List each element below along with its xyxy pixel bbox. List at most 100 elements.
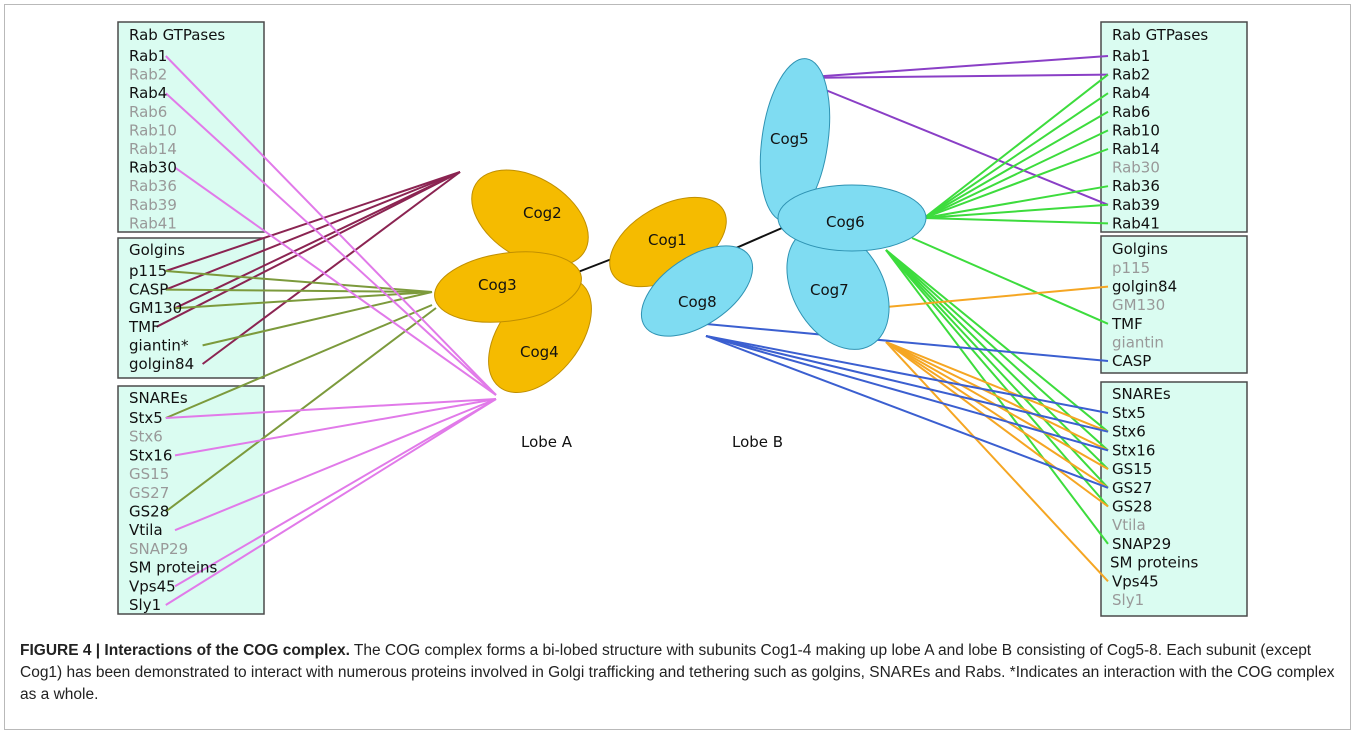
interaction-line (923, 129, 1109, 219)
figure-caption: FIGURE 4 | Interactions of the COG compl… (20, 640, 1340, 706)
left-rab-header: Rab GTPases (129, 26, 225, 44)
right-snares-item: Stx5 (1112, 404, 1146, 422)
interaction-line (885, 249, 1109, 489)
right-snares-item: Sly1 (1112, 591, 1144, 609)
interaction-line (923, 148, 1109, 219)
cog3-shape (434, 251, 582, 323)
interaction-line (174, 166, 497, 396)
right-snares-item: SNAP29 (1112, 535, 1171, 553)
left-golgins-item: giantin* (129, 336, 189, 354)
left-snares-item: SNAP29 (129, 540, 188, 558)
cog8-label: Cog8 (678, 293, 717, 311)
interaction-line (705, 335, 1109, 414)
left-golgins-item: CASP (129, 281, 168, 299)
left-rab-item: Rab10 (129, 121, 177, 139)
left-rab-box (117, 21, 265, 233)
left-snares-item: GS15 (129, 465, 169, 483)
interaction-line (885, 341, 1109, 508)
right-rab-header: Rab GTPases (1112, 26, 1208, 44)
right-snares-box (1100, 381, 1248, 617)
left-rab-item: Rab14 (129, 140, 177, 158)
right-snares-item: GS28 (1112, 498, 1152, 516)
interaction-line (885, 341, 1109, 452)
interaction-line (165, 398, 497, 419)
interaction-line (923, 217, 1109, 225)
left-rab-item: Rab4 (129, 84, 167, 102)
right-golgins-item: golgin84 (1112, 278, 1177, 296)
lobe-b-label: Lobe B (732, 433, 783, 451)
interaction-line (885, 249, 1109, 433)
interaction-line (165, 92, 497, 396)
interaction-line (885, 249, 1109, 470)
right-snares-item: Vps45 (1112, 572, 1159, 590)
right-golgins-item: p115 (1112, 259, 1150, 277)
figure-label: FIGURE 4 | Interactions of the COG compl… (20, 642, 350, 659)
cog2-shape (471, 169, 589, 267)
interaction-line (165, 171, 461, 291)
interaction-line (174, 398, 497, 532)
left-snares-item: Stx5 (129, 409, 163, 427)
left-snares-item: Vtila (129, 521, 163, 539)
interaction-line (923, 110, 1109, 219)
caption-text: The COG complex forms a bi-lobed structu… (20, 642, 1335, 703)
right-rab-item: Rab14 (1112, 140, 1160, 158)
interaction-line (156, 171, 461, 328)
right-snares-item: Stx16 (1112, 441, 1155, 459)
right-snares-item: GS15 (1112, 460, 1152, 478)
left-snares-item: GS28 (129, 503, 169, 521)
interaction-line (705, 335, 1109, 433)
interaction-line (165, 171, 461, 272)
cog-subunit-labels: Cog1 Cog2 Cog3 Cog4 Cog5 Cog6 Cog7 Cog8 … (478, 130, 865, 451)
interaction-line (923, 92, 1109, 219)
right-snares-item: SM proteins (1110, 554, 1199, 572)
right-rab-item: Rab41 (1112, 214, 1160, 232)
interaction-line (202, 171, 461, 365)
protein-boxes (117, 21, 1248, 617)
interaction-line (705, 335, 1109, 489)
cog-subunits (434, 58, 927, 394)
left-rab-item: Rab2 (129, 66, 167, 84)
left-golgins-item: GM130 (129, 299, 182, 317)
cog7-label: Cog7 (810, 281, 849, 299)
interaction-line (705, 335, 1109, 452)
interaction-line (165, 288, 433, 293)
interaction-line (923, 73, 1109, 219)
interaction-line (795, 73, 1109, 79)
interaction-line (165, 398, 497, 606)
interaction-line (174, 171, 461, 310)
left-golgins-item: golgin84 (129, 355, 194, 373)
right-rab-box (1100, 21, 1248, 233)
right-rab-item: Rab6 (1112, 103, 1150, 121)
interaction-line (705, 323, 1109, 362)
right-golgins-box (1100, 235, 1248, 374)
right-golgins-item: giantin (1112, 333, 1164, 351)
left-rab-item: Rab36 (129, 177, 177, 195)
cog8-shape (640, 245, 754, 337)
interaction-line (795, 55, 1109, 79)
right-golgins-item: CASP (1112, 352, 1151, 370)
cog4-label: Cog4 (520, 343, 559, 361)
right-rab-item: Rab39 (1112, 196, 1160, 214)
left-snares-item: Stx6 (129, 428, 163, 446)
interaction-line (165, 270, 433, 293)
left-snares-header: SNAREs (129, 389, 188, 407)
cog2-label: Cog2 (523, 204, 562, 222)
interaction-line (911, 237, 1109, 325)
box-text: Rab GTPasesRab1Rab2Rab4Rab6Rab10Rab14Rab… (128, 26, 1208, 614)
cog3-label: Cog3 (478, 276, 517, 294)
interaction-line (165, 55, 497, 396)
left-snares-item: Vps45 (129, 577, 176, 595)
left-golgins-header: Golgins (129, 241, 185, 259)
cog-complex-diagram: Cog1 Cog2 Cog3 Cog4 Cog5 Cog6 Cog7 Cog8 … (117, 21, 1248, 617)
right-snares-item: Stx6 (1112, 423, 1146, 441)
right-rab-item: Rab10 (1112, 121, 1160, 139)
left-snares-item: SM proteins (129, 559, 218, 577)
right-rab-item: Rab36 (1112, 177, 1160, 195)
interaction-line (885, 341, 1109, 489)
left-rab-item: Rab1 (129, 47, 167, 65)
left-snares-item: Stx16 (129, 446, 172, 464)
interaction-line (174, 398, 497, 457)
cog1-label: Cog1 (648, 231, 687, 249)
left-golgins-item: p115 (129, 262, 167, 280)
interaction-line (885, 341, 1109, 433)
